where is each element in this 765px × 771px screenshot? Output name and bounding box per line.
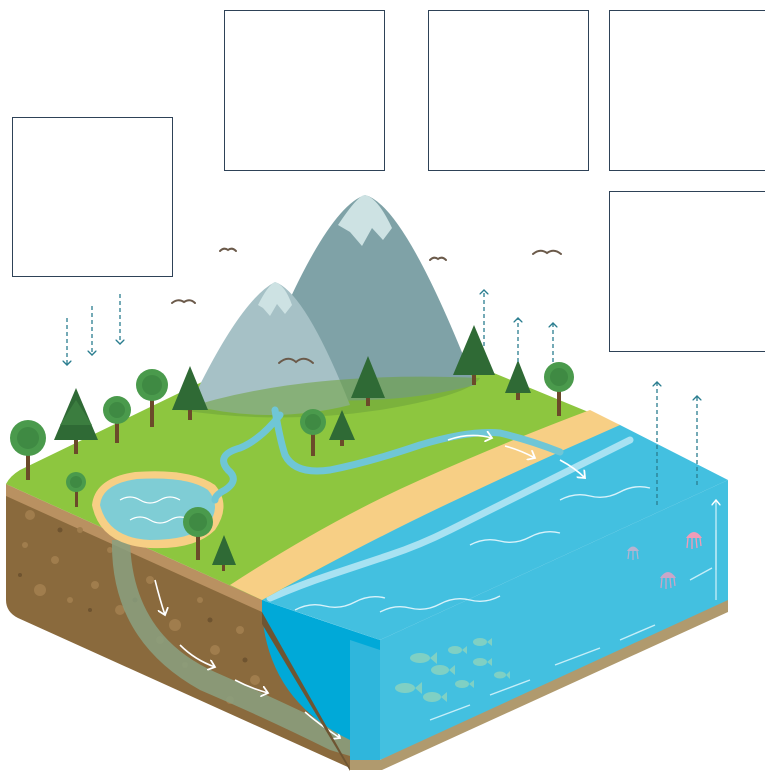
transpiration-arrows: [484, 290, 553, 362]
precipitation-arrows: [67, 294, 120, 365]
mountain-icon: [180, 195, 480, 418]
